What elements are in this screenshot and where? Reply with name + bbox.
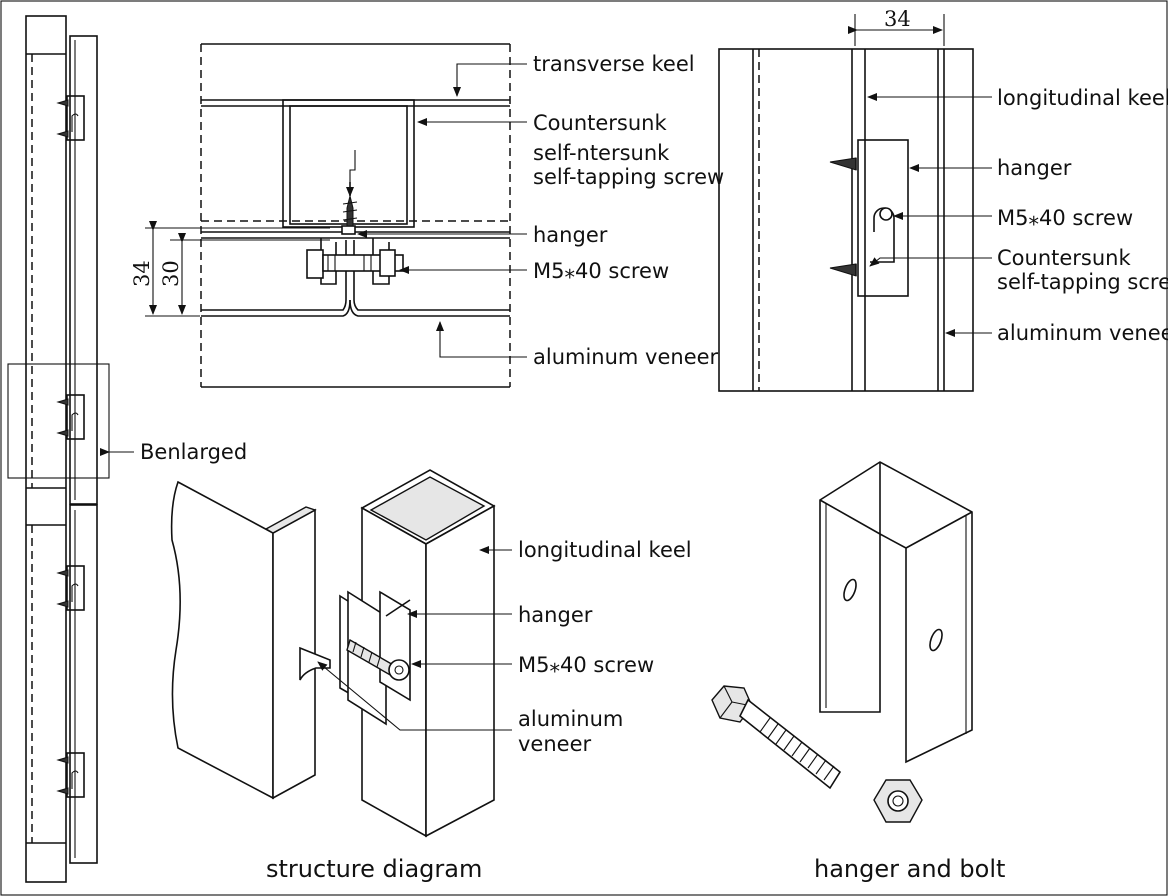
dim-34-left: 34 <box>130 260 154 287</box>
label-transverse-keel: transverse keel <box>533 52 695 76</box>
label-benlarged: Benlarged <box>140 440 247 464</box>
label-aluminum-iso-1: aluminum <box>518 707 623 731</box>
label-longitudinal-keel-right: longitudinal keel <box>997 86 1168 110</box>
label-self-tapping-top: self-tapping screw <box>533 165 724 189</box>
caption-structure-diagram: structure diagram <box>266 855 482 883</box>
elevation-hanger-2 <box>56 394 85 440</box>
elevation-hanger-4 <box>56 752 85 798</box>
label-m5-right: M5⁎40 screw <box>997 206 1133 230</box>
label-m5-iso: M5⁎40 screw <box>518 653 654 677</box>
bolt-thread <box>759 717 835 781</box>
left-elevation: Benlarged <box>7 15 247 883</box>
elevation-hanger-1 <box>56 95 85 141</box>
label-hanger-right: hanger <box>997 156 1072 180</box>
label-longitudinal-keel-iso: longitudinal keel <box>518 538 692 562</box>
dim-34-top: 34 <box>884 7 911 31</box>
label-hanger-iso: hanger <box>518 603 593 627</box>
dim-30: 30 <box>159 260 183 287</box>
caption-hanger-and-bolt: hanger and bolt <box>814 855 1005 883</box>
label-self-tapping-right: self-tapping screw <box>997 270 1168 294</box>
enlarged-area-box <box>7 363 110 479</box>
hanger-and-bolt <box>711 461 973 823</box>
label-m5-top: M5⁎40 screw <box>533 259 669 283</box>
label-self-ntersunk: self-ntersunk <box>533 141 670 165</box>
label-hanger-top: hanger <box>533 223 608 247</box>
section-view: 34 30 <box>130 43 527 388</box>
label-aluminum-top: aluminum veneer <box>533 345 719 369</box>
label-aluminum-right: aluminum veneer <box>997 321 1168 345</box>
structure-diagram <box>170 469 512 838</box>
label-countersunk-top: Countersunk <box>533 111 667 135</box>
label-countersunk-right: Countersunk <box>997 246 1131 270</box>
elevation-hanger-3 <box>56 565 85 611</box>
side-view: 34 <box>718 7 992 392</box>
label-aluminum-iso-2: veneer <box>518 732 591 756</box>
